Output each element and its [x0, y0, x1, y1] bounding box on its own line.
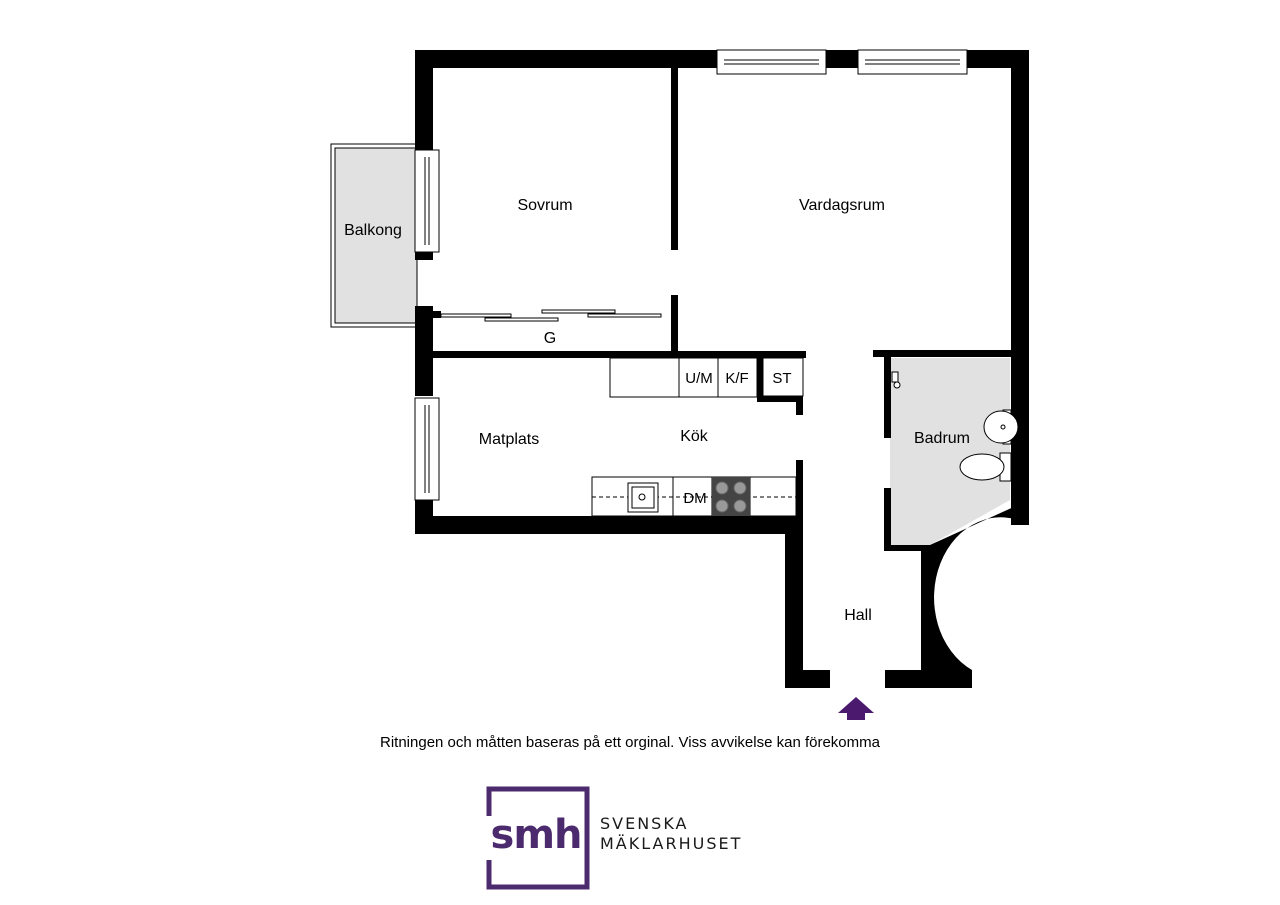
windows: [414, 49, 968, 501]
room-label-sovrum: Sovrum: [517, 197, 572, 214]
bathroom-floor: [890, 358, 1010, 545]
fixture-label-st: ST: [772, 370, 791, 387]
kitchen-counters: [591, 357, 804, 517]
balcony: [330, 143, 418, 328]
room-label-kok: Kök: [680, 428, 709, 445]
smh-logo: smh: [486, 786, 590, 890]
fixture-label-dm: DM: [683, 490, 706, 507]
room-label-matplats: Matplats: [479, 431, 539, 448]
room-label-balkong: Balkong: [344, 222, 402, 239]
fixture-label-um: U/M: [685, 370, 713, 387]
room-label-badrum: Badrum: [914, 430, 970, 447]
walls: [415, 50, 1029, 688]
wardrobe-doors: [440, 309, 662, 322]
logo-monogram: smh: [491, 812, 582, 858]
toilet-icon: [959, 452, 1012, 482]
brand-line-2: MÄKLARHUSET: [600, 834, 743, 853]
room-label-hall: Hall: [844, 607, 872, 624]
kitchen-sink-icon: [627, 482, 659, 513]
disclaimer-text: Ritningen och måtten baseras på ett orgi…: [380, 734, 880, 751]
room-label-vardagsrum: Vardagsrum: [799, 197, 885, 214]
stove-icon: [712, 477, 750, 516]
washbasin-icon: [983, 409, 1019, 445]
fixture-label-kf: K/F: [725, 370, 748, 387]
room-label-garderob: G: [544, 330, 556, 347]
entrance-arrow-icon: [838, 697, 874, 720]
shower-icon: [891, 371, 901, 389]
brand-line-1: SVENSKA: [600, 814, 689, 833]
brand-name: SVENSKA MÄKLARHUSET: [600, 814, 742, 854]
